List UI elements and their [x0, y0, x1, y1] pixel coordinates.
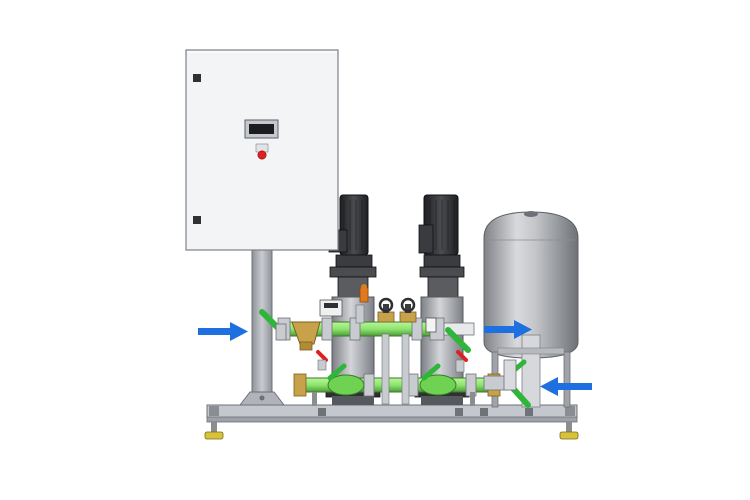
suction-valve-2 — [421, 363, 441, 381]
drain-valve-right — [455, 350, 468, 373]
indicator-light-icon — [255, 143, 269, 160]
cabinet-support-post — [238, 249, 286, 406]
inlet-flow-arrow — [198, 322, 248, 341]
tank-connection-pipe — [483, 359, 517, 391]
base-frame — [206, 404, 578, 423]
outlet-flow-arrow — [484, 320, 532, 339]
inlet-ball-valve — [259, 309, 287, 341]
leveling-foot-left — [204, 421, 224, 440]
riser-pipes — [355, 304, 410, 405]
cabinet-lock-bottom-icon — [193, 216, 201, 224]
check-valve-2 — [399, 297, 417, 323]
return-flow-arrow — [540, 377, 592, 396]
pump-2 — [414, 194, 470, 405]
pressure-switch — [319, 299, 343, 317]
discharge-ball-valve — [445, 327, 471, 353]
pressure-gauge-icon — [425, 317, 437, 333]
cabinet-lock-top-icon — [193, 74, 201, 82]
inlet-strainer — [291, 321, 321, 351]
drain-valve-left — [316, 350, 328, 371]
control-display — [244, 119, 279, 139]
control-cabinet — [185, 49, 339, 251]
lower-manifold — [293, 373, 501, 406]
orange-valve-icon — [359, 284, 369, 303]
suction-valve-1 — [327, 363, 347, 381]
leveling-foot-right — [559, 421, 579, 440]
check-valve-1 — [377, 297, 395, 323]
